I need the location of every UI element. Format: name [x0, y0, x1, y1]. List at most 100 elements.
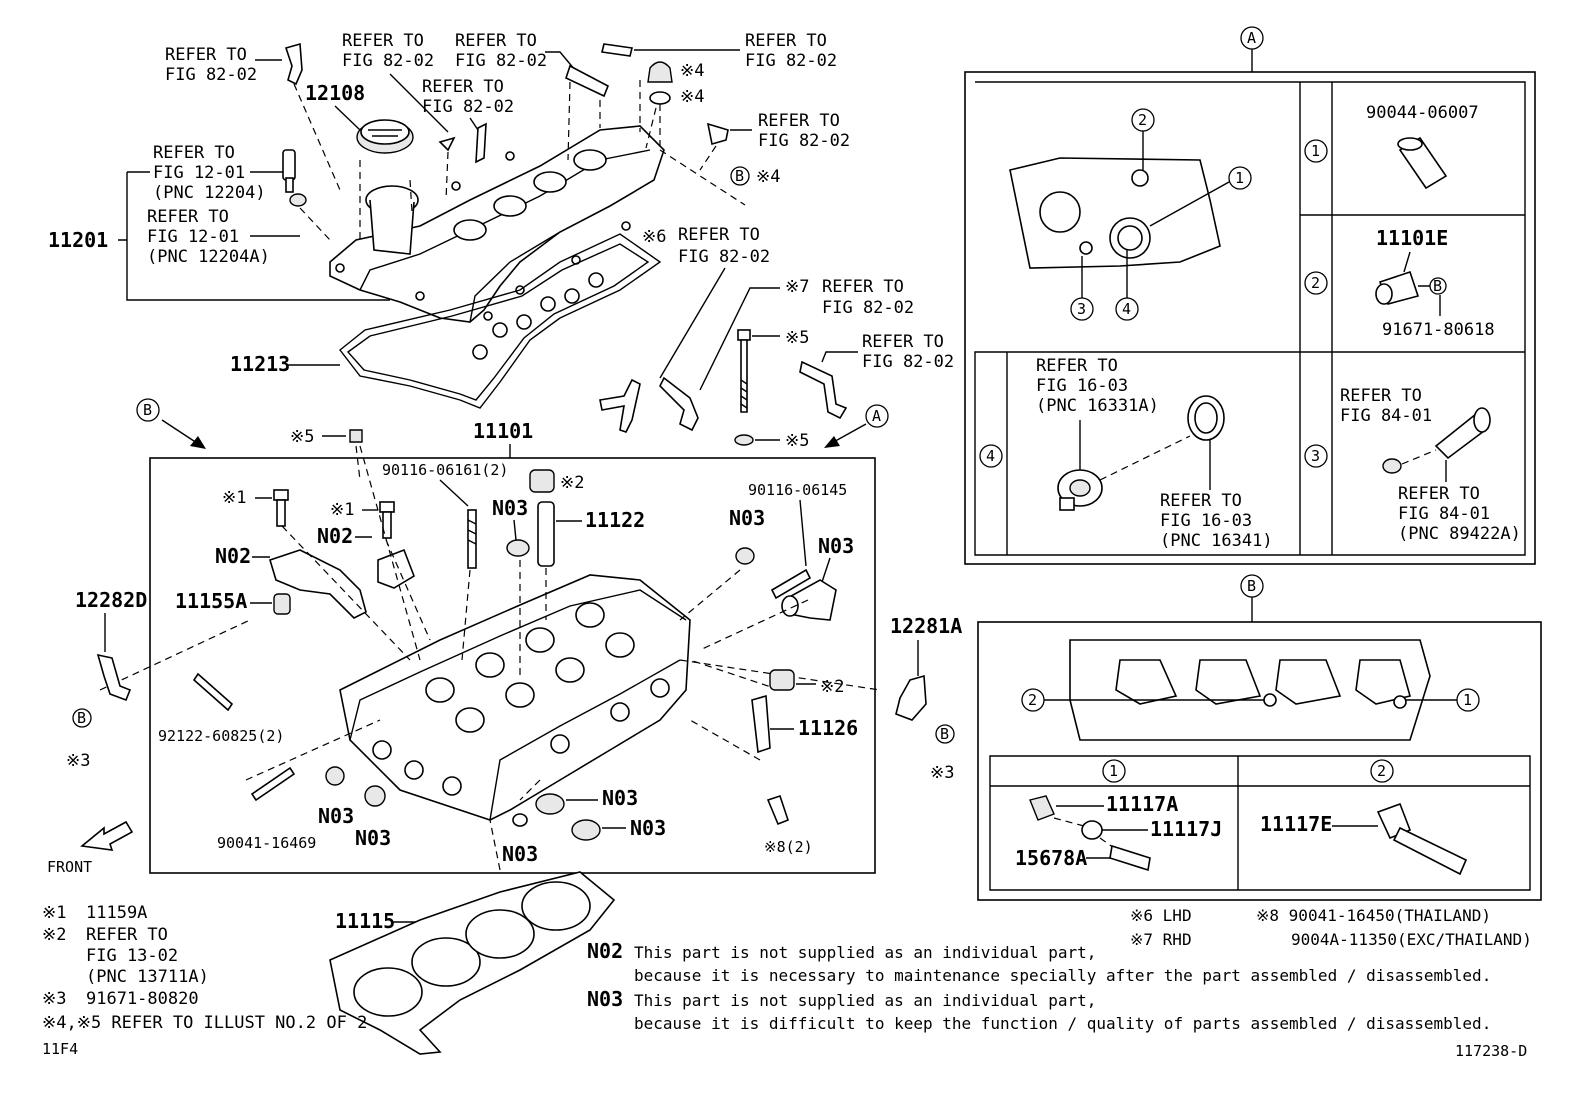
seal-icon[interactable] [571, 819, 601, 841]
refer-fig82-tl-line2[interactable]: FIG 82-02 [165, 65, 257, 85]
plug-icon[interactable] [512, 813, 528, 827]
callout-1[interactable] [1228, 166, 1252, 190]
part-11126-label[interactable]: 11126 [798, 716, 858, 740]
washer-icon[interactable] [734, 434, 754, 446]
legend-2-line2[interactable]: FIG 13-02 [86, 946, 178, 966]
circle-b-marker[interactable] [136, 398, 160, 422]
refer-fig84-a-line2[interactable]: FIG 84-01 [1340, 406, 1432, 426]
pin-icon[interactable] [273, 593, 291, 615]
plug-icon[interactable] [735, 547, 755, 565]
refer-fig12-a-line2[interactable]: FIG 12-01 [153, 163, 245, 183]
cell-3-num: 3 [1311, 447, 1320, 465]
part-12108-label[interactable]: 12108 [305, 81, 365, 105]
part-12282D-label[interactable]: 12282D [75, 588, 147, 612]
part-11201-label[interactable]: 11201 [48, 228, 108, 252]
part-91671-80618-label[interactable]: 91671-80618 [1382, 320, 1495, 340]
n02-label-a[interactable]: N02 [215, 544, 251, 568]
thermostat-gasket-icon[interactable] [1187, 395, 1225, 441]
refer-fig82-r-line2[interactable]: FIG 82-02 [862, 352, 954, 372]
legend-3-text[interactable]: 91671-80820 [86, 989, 199, 1009]
timing-cover-plate-icon[interactable] [96, 653, 132, 702]
part-11213-label[interactable]: 11213 [230, 352, 290, 376]
n03-label-b[interactable]: N03 [729, 506, 765, 530]
part-90116-06161-label[interactable]: 90116-06161(2) [382, 461, 508, 479]
n02-label-b[interactable]: N02 [317, 524, 353, 548]
head-cover-gasket-icon[interactable] [339, 233, 662, 409]
nut-cap-icon[interactable] [647, 61, 673, 105]
cylinder-head-cover-icon[interactable] [329, 125, 665, 323]
valve-guide-icon[interactable] [751, 694, 771, 754]
stud-bolt-icon[interactable] [766, 794, 789, 826]
clip-icon [438, 136, 456, 152]
circle-a-marker[interactable] [865, 404, 889, 428]
seal-icon[interactable] [506, 539, 530, 557]
refer-fig16-b-line2[interactable]: FIG 16-03 [1160, 511, 1252, 531]
stud-bolt-icon[interactable] [250, 766, 296, 802]
seal-icon[interactable] [535, 793, 565, 815]
part-11101E-label[interactable]: 11101E [1376, 226, 1448, 250]
part-11155A-label[interactable]: 11155A [175, 589, 247, 613]
water-outlet-icon[interactable] [781, 579, 837, 621]
part-15678A-label[interactable]: 15678A [1015, 846, 1087, 870]
bolt-icon[interactable] [379, 501, 395, 539]
temperature-sensor-icon[interactable] [1434, 407, 1491, 460]
refer-fig82-7-line2[interactable]: FIG 82-02 [822, 298, 914, 318]
cap-icon[interactable] [769, 669, 795, 691]
thermostat-icon[interactable] [1057, 469, 1103, 511]
bolt-icon[interactable] [273, 489, 289, 527]
refer-fig82-t2-line2[interactable]: FIG 82-02 [342, 51, 434, 71]
n03-label-e[interactable]: N03 [355, 826, 391, 850]
legend-1-text[interactable]: 11159A [86, 903, 147, 923]
plug-icon[interactable] [1029, 795, 1055, 821]
stud-bolt-icon[interactable] [192, 672, 234, 712]
bolt-icon[interactable] [737, 329, 751, 413]
n03-label-d[interactable]: N03 [318, 804, 354, 828]
union-fitting-icon[interactable] [1397, 136, 1448, 190]
part-11115-label[interactable]: 11115 [335, 909, 395, 933]
n03-label-g[interactable]: N03 [630, 816, 666, 840]
plug-bolt-icon[interactable] [1376, 802, 1468, 876]
part-11117E-label[interactable]: 11117E [1260, 812, 1332, 836]
part-11101-label[interactable]: 11101 [473, 419, 533, 443]
part-11117A-label[interactable]: 11117A [1106, 792, 1178, 816]
part-12281A-label[interactable]: 12281A [890, 614, 962, 638]
cylinder-head-rear-icon[interactable] [1009, 157, 1221, 269]
plug-icon[interactable] [325, 766, 345, 786]
gasket-icon[interactable] [1382, 458, 1402, 474]
plug-icon[interactable] [364, 785, 386, 807]
pin-icon[interactable] [1109, 844, 1151, 872]
camshaft-bearing-cap-icon[interactable] [269, 549, 367, 619]
cylinder-head-body-icon[interactable] [339, 574, 691, 821]
refer-fig82-tr2-line2[interactable]: FIG 82-02 [758, 131, 850, 151]
water-bypass-icon[interactable] [1375, 270, 1420, 305]
stud-bolt-icon[interactable] [770, 568, 812, 600]
n03-label-c[interactable]: N03 [818, 534, 854, 558]
refer-fig82-tr1-line2[interactable]: FIG 82-02 [745, 51, 837, 71]
pcv-valve-icon[interactable] [282, 149, 307, 207]
part-11122-label[interactable]: 11122 [585, 508, 645, 532]
part-11117J-label[interactable]: 11117J [1150, 817, 1222, 841]
bearing-cap-icon[interactable] [377, 548, 415, 589]
refer-fig82-6-line2[interactable]: FIG 82-02 [678, 247, 770, 267]
cylinder-head-side-icon[interactable] [1069, 639, 1431, 741]
refer-fig84-b-line2[interactable]: FIG 84-01 [1398, 504, 1490, 524]
n03-label-a[interactable]: N03 [492, 496, 528, 520]
part-90116-06145-label[interactable]: 90116-06145 [748, 481, 847, 499]
n03-label-h[interactable]: N03 [502, 842, 538, 866]
part-90044-06007-label[interactable]: 90044-06007 [1366, 103, 1479, 123]
oil-filler-cap-icon[interactable] [356, 119, 414, 154]
gasket-icon[interactable] [1081, 820, 1103, 840]
refer-fig16-a-line2[interactable]: FIG 16-03 [1036, 376, 1128, 396]
cylinder-head-gasket-icon[interactable] [329, 871, 616, 1055]
refer-fig82-t3-line2[interactable]: FIG 82-02 [455, 51, 547, 71]
timing-cover-plate-icon[interactable] [895, 674, 927, 721]
valve-guide-icon[interactable] [537, 501, 555, 567]
n03-label-f[interactable]: N03 [602, 786, 638, 810]
cap-icon[interactable] [529, 469, 555, 493]
stud-bolt-icon[interactable] [467, 509, 477, 569]
part-92122-label[interactable]: 92122-60825(2) [158, 727, 284, 745]
refer-fig12-b-line2[interactable]: FIG 12-01 [147, 227, 239, 247]
part-90041-16469-label[interactable]: 90041-16469 [217, 834, 316, 852]
refer-fig82-t4-line2[interactable]: FIG 82-02 [422, 97, 514, 117]
cap-icon[interactable] [349, 429, 363, 443]
